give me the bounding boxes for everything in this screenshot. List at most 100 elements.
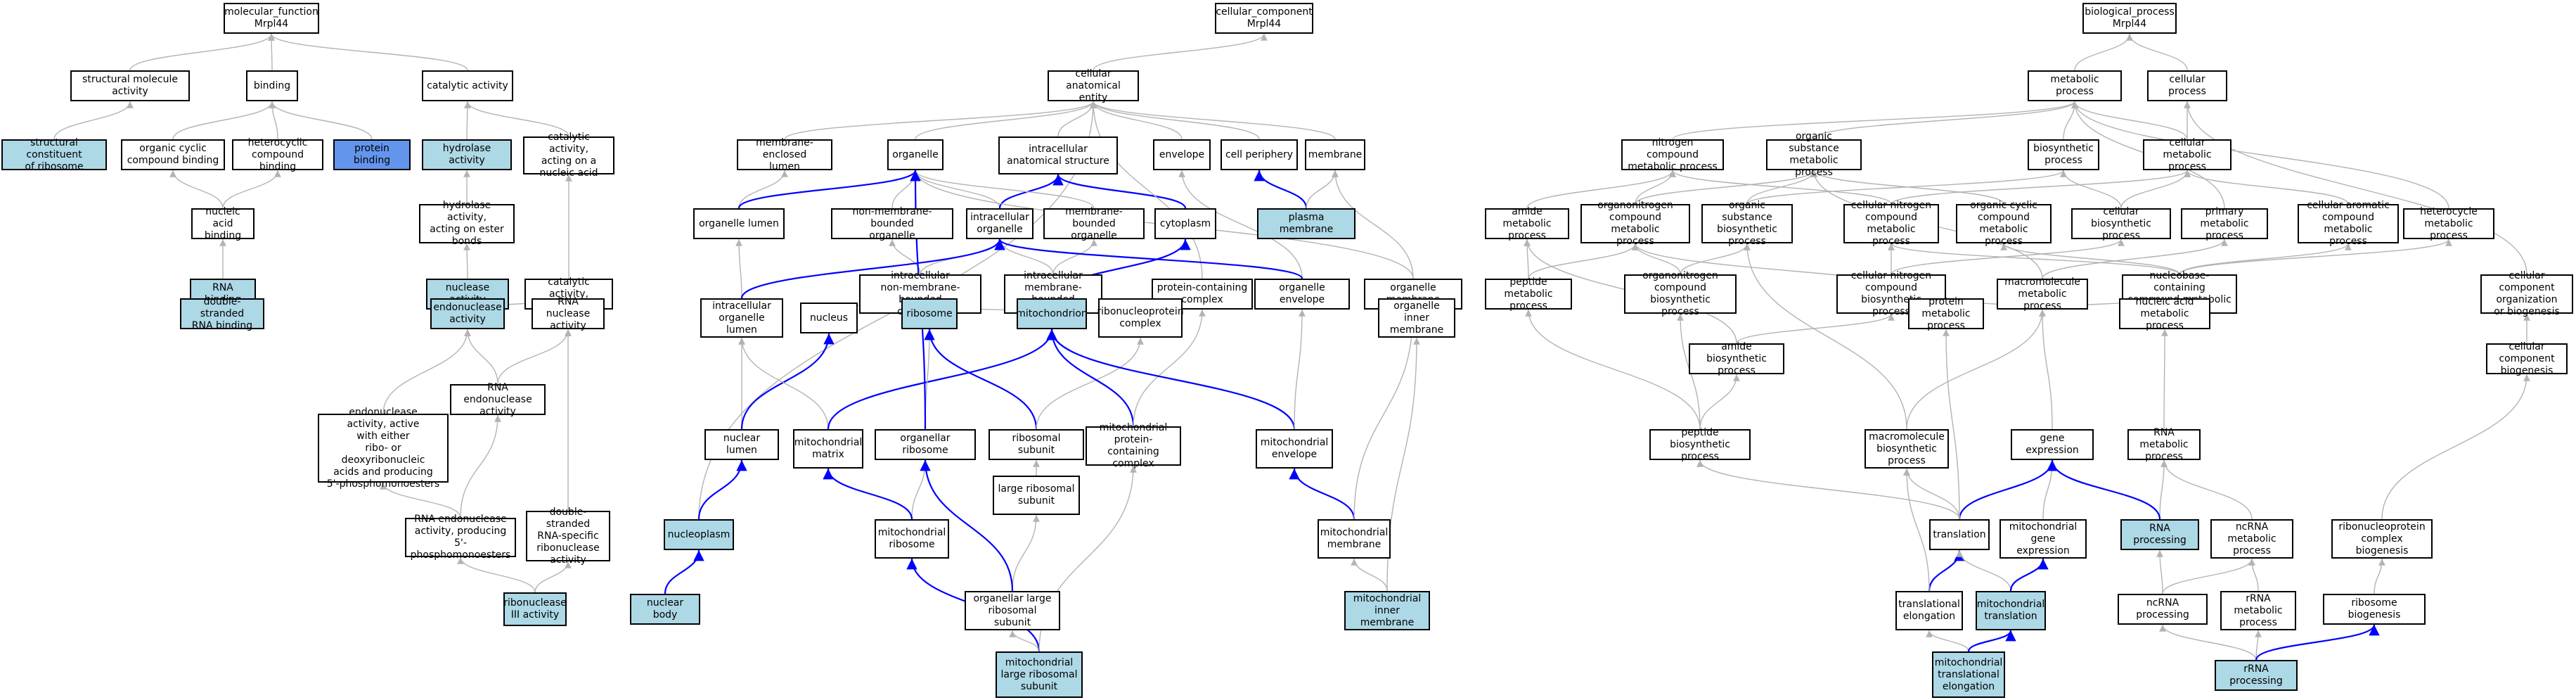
node-endonuclease-activity[interactable]: endonuclease activity — [430, 298, 505, 329]
node-rna-processing[interactable]: RNA processing — [2120, 519, 2199, 550]
node-mitochondrial-ribosome[interactable]: mitochondrial ribosome — [875, 519, 949, 559]
node-ribosome[interactable]: ribosome — [901, 298, 958, 329]
node-cellular-component-root[interactable]: cellular_component Mrpl44 — [1215, 3, 1313, 34]
node-endonuclease-5p-phosphomonoesters[interactable]: endonuclease activity, active with eithe… — [318, 407, 449, 490]
node-organelle-envelope[interactable]: organelle envelope — [1254, 279, 1350, 310]
node-nuclear-lumen[interactable]: nuclear lumen — [704, 429, 779, 460]
node-ncrna-metabolic-process[interactable]: ncRNA metabolic process — [2210, 519, 2293, 559]
node-rna-metabolic-process[interactable]: RNA metabolic process — [2127, 427, 2201, 462]
node-metabolic-process[interactable]: metabolic process — [2028, 70, 2122, 101]
node-envelope[interactable]: envelope — [1153, 139, 1211, 170]
node-mitochondrial-protein-containing-complex[interactable]: mitochondrial protein-containing complex — [1086, 422, 1181, 469]
node-cellular-metabolic-process[interactable]: cellular metabolic process — [2143, 137, 2232, 172]
node-amide-metabolic-process[interactable]: amide metabolic process — [1485, 206, 1569, 241]
node-nucleic-acid-metabolic-process[interactable]: nucleic acid metabolic process — [2119, 296, 2210, 331]
node-mitochondrial-gene-expression[interactable]: mitochondrial gene expression — [1999, 519, 2087, 559]
node-binding[interactable]: binding — [246, 70, 298, 101]
node-cellular-component-biogenesis[interactable]: cellular component biogenesis — [2486, 341, 2568, 376]
node-rna-nuclease-activity[interactable]: RNA nuclease activity — [532, 296, 605, 331]
node-mitochondrial-envelope[interactable]: mitochondrial envelope — [1256, 429, 1333, 469]
node-cellular-process[interactable]: cellular process — [2147, 70, 2227, 101]
node-peptide-biosynthetic-process[interactable]: peptide biosynthetic process — [1649, 427, 1751, 462]
node-organelle-lumen[interactable]: organelle lumen — [693, 208, 785, 239]
node-organelle[interactable]: organelle — [887, 139, 944, 170]
node-biological-process-root[interactable]: biological_process Mrpl44 — [2082, 3, 2177, 34]
node-membrane-bounded-organelle[interactable]: membrane-bounded organelle — [1043, 206, 1145, 241]
node-cell-periphery[interactable]: cell periphery — [1221, 139, 1298, 170]
node-double-stranded-rna-specific-ribonuclease[interactable]: double-stranded RNA-specific ribonucleas… — [526, 507, 610, 566]
node-mitochondrial-membrane[interactable]: mitochondrial membrane — [1318, 519, 1391, 559]
node-organelle-inner-membrane[interactable]: organelle inner membrane — [1378, 298, 1455, 338]
node-organonitrogen-compound-biosynthetic-process[interactable]: organonitrogen compound biosynthetic pro… — [1624, 270, 1737, 317]
node-protein-binding[interactable]: protein binding — [333, 139, 411, 170]
node-plasma-membrane[interactable]: plasma membrane — [1257, 208, 1355, 239]
node-primary-metabolic-process[interactable]: primary metabolic process — [2181, 206, 2268, 241]
node-translational-elongation[interactable]: translational elongation — [1895, 591, 1963, 630]
node-nucleoplasm[interactable]: nucleoplasm — [664, 519, 734, 550]
node-rrna-processing[interactable]: rRNA processing — [2215, 660, 2298, 691]
node-organic-cyclic-compound-binding[interactable]: organic cyclic compound binding — [121, 139, 225, 170]
node-mitochondrion[interactable]: mitochondrion — [1016, 298, 1088, 329]
node-ncrna-processing[interactable]: ncRNA processing — [2118, 594, 2208, 625]
node-cellular-biosynthetic-process[interactable]: cellular biosynthetic process — [2071, 206, 2171, 241]
node-protein-containing-complex[interactable]: protein-containing complex — [1152, 279, 1253, 310]
node-amide-biosynthetic-process[interactable]: amide biosynthetic process — [1689, 341, 1784, 376]
node-rna-endonuclease-5p[interactable]: RNA endonuclease activity, producing 5'-… — [405, 514, 516, 561]
node-mitochondrial-translation[interactable]: mitochondrial translation — [1976, 591, 2046, 630]
node-ribonucleoprotein-complex[interactable]: ribonucleoprotein complex — [1097, 298, 1184, 338]
node-organic-cyclic-compound-metabolic-process[interactable]: organic cyclic compound metabolic proces… — [1956, 200, 2052, 247]
node-intracellular-organelle-lumen[interactable]: intracellular organelle lumen — [700, 298, 783, 338]
node-heterocyclic-compound-binding[interactable]: heterocyclic compound binding — [232, 137, 323, 172]
node-cytoplasm[interactable]: cytoplasm — [1154, 208, 1216, 239]
node-cellular-aromatic-compound-metabolic-process[interactable]: cellular aromatic compound metabolic pro… — [2298, 200, 2399, 247]
node-membrane-enclosed-lumen[interactable]: membrane-enclosed lumen — [737, 137, 832, 172]
node-gene-expression[interactable]: gene expression — [2011, 429, 2094, 460]
node-cellular-nitrogen-compound-metabolic-process[interactable]: cellular nitrogen compound metabolic pro… — [1843, 200, 1939, 247]
node-catalytic-activity-nucleic-acid[interactable]: catalytic activity, acting on a nucleic … — [523, 132, 614, 179]
node-organellar-ribosome[interactable]: organellar ribosome — [875, 429, 976, 460]
node-nucleus[interactable]: nucleus — [800, 303, 858, 333]
node-organonitrogen-compound-metabolic-process[interactable]: organonitrogen compound metabolic proces… — [1580, 200, 1690, 247]
node-nitrogen-compound-metabolic-process[interactable]: nitrogen compound metabolic process — [1621, 137, 1724, 172]
node-double-stranded-rna-binding[interactable]: double-stranded RNA binding — [180, 296, 264, 331]
node-rna-endonuclease-activity[interactable]: RNA endonuclease activity — [450, 382, 546, 417]
node-biosynthetic-process[interactable]: biosynthetic process — [2028, 139, 2099, 170]
node-nucleic-acid-binding[interactable]: nucleic acid binding — [191, 206, 255, 241]
edge-organonitrogen_met-to-org_sub_met — [1635, 170, 1817, 205]
node-ribosome-biogenesis[interactable]: ribosome biogenesis — [2323, 594, 2426, 625]
node-mitochondrial-translational-elongation[interactable]: mitochondrial translational elongation — [1932, 651, 2005, 698]
node-nuclear-body[interactable]: nuclear body — [630, 594, 700, 625]
edge-cell_nitrogen_bio-to-cell_bio — [1891, 238, 2125, 275]
node-catalytic-activity[interactable]: catalytic activity — [422, 70, 513, 101]
node-organic-substance-metabolic-process[interactable]: organic substance metabolic process — [1766, 131, 1862, 178]
edge-mito_transl_elong-to-transl_elong — [1926, 630, 1969, 652]
node-ribonucleoprotein-complex-biogenesis[interactable]: ribonucleoprotein complex biogenesis — [2331, 519, 2433, 559]
node-hydrolase-activity[interactable]: hydrolase activity — [422, 139, 512, 170]
node-intracellular-anatomical-structure[interactable]: intracellular anatomical structure — [998, 136, 1118, 174]
node-large-ribosomal-subunit[interactable]: large ribosomal subunit — [993, 476, 1080, 515]
node-mitochondrial-inner-membrane[interactable]: mitochondrial inner membrane — [1344, 591, 1430, 630]
node-non-membrane-bounded-organelle[interactable]: non-membrane-bounded organelle — [831, 206, 953, 241]
node-mitochondrial-large-ribosomal-subunit[interactable]: mitochondrial large ribosomal subunit — [996, 651, 1083, 698]
node-protein-metabolic-process[interactable]: protein metabolic process — [1908, 296, 1984, 331]
node-organellar-large-ribosomal-subunit[interactable]: organellar large ribosomal subunit — [965, 591, 1060, 630]
node-peptide-metabolic-process[interactable]: peptide metabolic process — [1485, 276, 1572, 312]
node-structural-constituent-of-ribosome[interactable]: structural constituent of ribosome — [1, 137, 107, 172]
node-nucleobase-containing-compound-metabolic-process[interactable]: nucleobase-containing compound metabolic… — [2122, 270, 2237, 317]
node-molecular-function-root[interactable]: molecular_function Mrpl44 — [224, 3, 319, 34]
node-ribonuclease-iii-activity[interactable]: ribonuclease III activity — [503, 592, 567, 626]
node-mitochondrial-matrix[interactable]: mitochondrial matrix — [793, 429, 863, 469]
node-organic-substance-biosynthetic-process[interactable]: organic substance biosynthetic process — [1701, 200, 1793, 247]
node-rrna-metabolic-process[interactable]: rRNA metabolic process — [2220, 591, 2296, 630]
node-heterocycle-metabolic-process[interactable]: heterocycle metabolic process — [2403, 206, 2494, 241]
node-structural-molecule-activity[interactable]: structural molecule activity — [70, 70, 190, 101]
node-macromolecule-biosynthetic-process[interactable]: macromolecule biosynthetic process — [1865, 429, 1949, 469]
node-cellular-anatomical-entity[interactable]: cellular anatomical entity — [1048, 68, 1139, 103]
node-ribosomal-subunit[interactable]: ribosomal subunit — [988, 429, 1084, 460]
node-cellular-component-organization-or-biogenesis[interactable]: cellular component organization or bioge… — [2480, 270, 2573, 317]
node-membrane[interactable]: membrane — [1305, 139, 1365, 170]
node-macromolecule-metabolic-process[interactable]: macromolecule metabolic process — [1997, 276, 2088, 312]
node-hydrolase-acting-on-ester[interactable]: hydrolase activity, acting on ester bond… — [419, 200, 515, 247]
node-translation[interactable]: translation — [1929, 519, 1990, 550]
node-intracellular-organelle[interactable]: intracellular organelle — [966, 208, 1033, 239]
